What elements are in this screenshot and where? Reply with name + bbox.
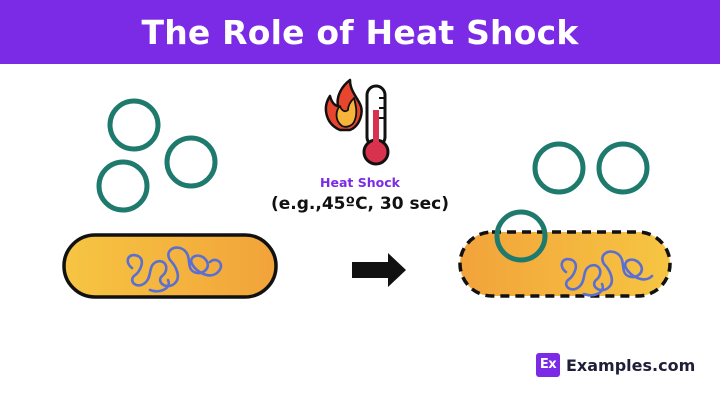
bacterial-cell-before	[62, 233, 278, 299]
dna-strand	[126, 246, 223, 293]
free-plasmids-before	[96, 98, 218, 213]
title-bar: The Role of Heat Shock	[0, 0, 720, 64]
heat-shock-condition: (e.g.,45ºC, 30 sec)	[270, 194, 449, 214]
plasmid-ring	[164, 135, 218, 189]
cell-membrane-dashed	[458, 230, 672, 298]
dna-strand	[560, 250, 654, 297]
plasmid-ring	[532, 141, 586, 195]
brand-watermark: Ex Examples.com	[536, 350, 695, 380]
flame-icon	[324, 78, 363, 132]
brand-logo: Ex	[536, 353, 560, 377]
cell-body	[460, 232, 670, 296]
right-arrow-icon	[352, 253, 406, 287]
cell-membrane	[62, 233, 278, 299]
heat-icon-group	[324, 78, 390, 166]
page-title: The Role of Heat Shock	[141, 12, 579, 52]
brand-name: Examples.com	[566, 355, 696, 375]
thermometer-icon	[362, 84, 390, 166]
plasmid-ring	[596, 141, 650, 195]
plasmid-ring	[107, 98, 161, 152]
free-plasmids-after	[532, 141, 650, 195]
plasmid-entering-cell	[494, 209, 548, 263]
plasmid-ring	[96, 159, 150, 213]
bacterial-cell-after	[458, 209, 672, 298]
heat-shock-label: Heat Shock	[320, 175, 400, 190]
